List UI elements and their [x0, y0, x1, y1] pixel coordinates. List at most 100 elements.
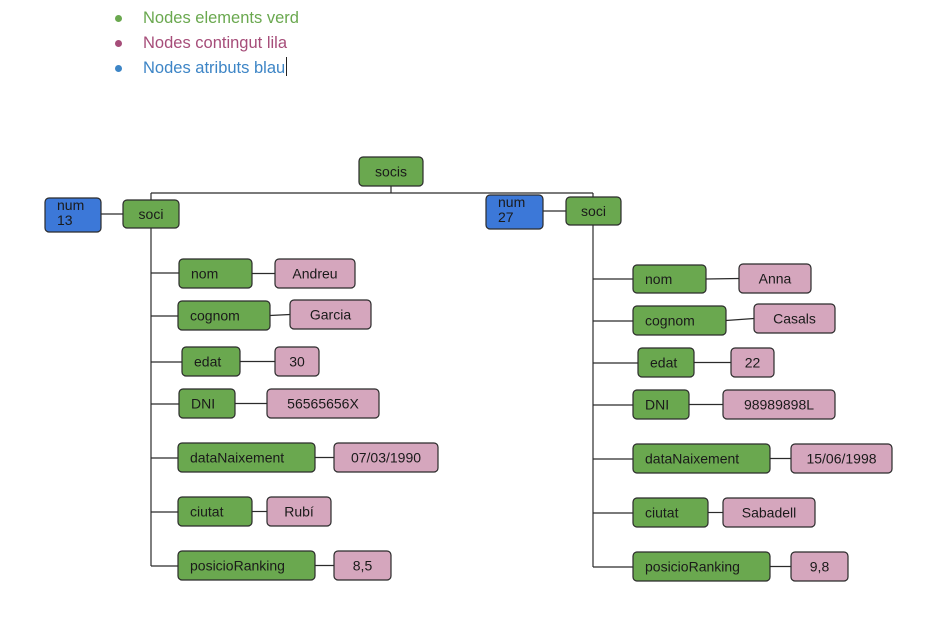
content-edat-box — [274, 346, 320, 377]
content-edat[interactable]: 22 — [730, 347, 775, 378]
root-element-socis-label: socis — [375, 164, 407, 180]
content-nom[interactable]: Anna — [738, 263, 812, 294]
element-datanaixement[interactable]: dataNaixement — [632, 443, 771, 474]
content-datanaixement[interactable]: 07/03/1990 — [333, 442, 439, 473]
element-soci-1[interactable]: soci — [122, 199, 180, 229]
element-soci-2-label: soci — [581, 203, 606, 219]
content-dni-box — [266, 388, 380, 419]
attribute-num-13-label: num — [57, 197, 84, 213]
attribute-num-13-box — [44, 197, 102, 233]
legend-text[interactable]: Nodes atributs blau — [143, 59, 286, 77]
attribute-num-27-box — [485, 194, 544, 230]
element-ciutat[interactable]: ciutat — [177, 496, 253, 527]
content-datanaixement-label: 07/03/1990 — [351, 450, 421, 466]
content-dni-label: 98989898L — [744, 397, 814, 413]
content-cognom-label: Garcia — [310, 307, 351, 323]
legend-list: Nodes elements verd Nodes contingut lila… — [112, 6, 299, 81]
content-ciutat[interactable]: Sabadell — [722, 497, 816, 528]
content-posicioranking-label: 8,5 — [353, 558, 373, 574]
content-edat-label: 22 — [745, 355, 761, 371]
content-edat[interactable]: 30 — [274, 346, 320, 377]
legend-text[interactable]: Nodes contingut lila — [143, 34, 288, 52]
element-dni-box — [178, 388, 236, 419]
element-ciutat-box — [177, 496, 253, 527]
content-datanaixement[interactable]: 15/06/1998 — [790, 443, 893, 474]
element-posicioranking-label: posicioRanking — [190, 558, 285, 574]
root-element-socis-box — [358, 156, 424, 187]
content-dni[interactable]: 98989898L — [722, 389, 836, 420]
element-soci-1-box — [122, 199, 180, 229]
content-datanaixement-box — [333, 442, 439, 473]
element-edat-label: edat — [194, 354, 221, 370]
element-nom[interactable]: nom — [178, 258, 253, 289]
content-ciutat-label: Rubí — [284, 504, 314, 520]
element-dni[interactable]: DNI — [632, 389, 690, 420]
element-ciutat-label: ciutat — [645, 505, 679, 521]
element-datanaixement-box — [632, 443, 771, 474]
element-cognom-label: cognom — [645, 313, 695, 329]
element-datanaixement[interactable]: dataNaixement — [177, 442, 316, 473]
element-posicioranking-label: posicioRanking — [645, 559, 740, 575]
element-cognom[interactable]: cognom — [632, 305, 727, 336]
content-nom-box — [738, 263, 812, 294]
content-datanaixement-box — [790, 443, 893, 474]
content-posicioranking[interactable]: 9,8 — [790, 551, 849, 582]
content-dni[interactable]: 56565656X — [266, 388, 380, 419]
element-nom-label: nom — [645, 271, 672, 287]
element-posicioranking[interactable]: posicioRanking — [632, 551, 771, 582]
content-cognom-box — [753, 303, 836, 334]
element-dni-label: DNI — [191, 396, 215, 412]
element-dni[interactable]: DNI — [178, 388, 236, 419]
element-soci-2[interactable]: soci — [565, 196, 622, 226]
attribute-num-27-label: num — [498, 194, 525, 210]
content-ciutat[interactable]: Rubí — [266, 496, 332, 527]
content-nom[interactable]: Andreu — [274, 258, 356, 289]
content-datanaixement-label: 15/06/1998 — [806, 451, 876, 467]
content-ciutat-box — [266, 496, 332, 527]
legend-text[interactable]: Nodes elements verd — [143, 9, 299, 27]
element-edat-box — [181, 346, 241, 377]
element-posicioranking-box — [632, 551, 771, 582]
element-cognom-box — [632, 305, 727, 336]
content-cognom-label: Casals — [773, 311, 816, 327]
legend-item-content: Nodes contingut lila — [112, 31, 299, 56]
tree-edge — [269, 313, 291, 317]
element-ciutat-label: ciutat — [190, 504, 224, 520]
tree-edge — [725, 317, 755, 322]
element-dni-box — [632, 389, 690, 420]
element-cognom-box — [177, 300, 271, 331]
element-nom[interactable]: nom — [632, 264, 707, 294]
element-edat[interactable]: edat — [181, 346, 241, 377]
element-ciutat[interactable]: ciutat — [632, 497, 709, 528]
content-dni-label: 56565656X — [287, 396, 359, 412]
attribute-num-13-label: 13 — [57, 212, 73, 228]
content-nom-label: Anna — [759, 271, 792, 287]
element-posicioranking-box — [177, 550, 316, 581]
element-datanaixement-label: dataNaixement — [645, 451, 739, 467]
content-ciutat-box — [722, 497, 816, 528]
content-cognom[interactable]: Garcia — [289, 299, 372, 330]
element-nom-box — [632, 264, 707, 294]
root-element-socis[interactable]: socis — [358, 156, 424, 187]
content-cognom[interactable]: Casals — [753, 303, 836, 334]
element-ciutat-box — [632, 497, 709, 528]
element-posicioranking[interactable]: posicioRanking — [177, 550, 316, 581]
content-posicioranking-box — [333, 550, 392, 581]
content-posicioranking[interactable]: 8,5 — [333, 550, 392, 581]
element-cognom-label: cognom — [190, 308, 240, 324]
content-ciutat-label: Sabadell — [742, 505, 797, 521]
tree-edges — [101, 186, 791, 568]
content-nom-box — [274, 258, 356, 289]
element-soci-2-box — [565, 196, 622, 226]
content-edat-box — [730, 347, 775, 378]
element-cognom[interactable]: cognom — [177, 300, 271, 331]
tree-edge — [705, 277, 740, 280]
element-edat[interactable]: edat — [637, 347, 695, 378]
element-datanaixement-box — [177, 442, 316, 473]
legend-item-elements: Nodes elements verd — [112, 6, 299, 31]
content-posicioranking-label: 9,8 — [810, 559, 830, 575]
legend-item-attributes: Nodes atributs blau — [112, 56, 299, 81]
